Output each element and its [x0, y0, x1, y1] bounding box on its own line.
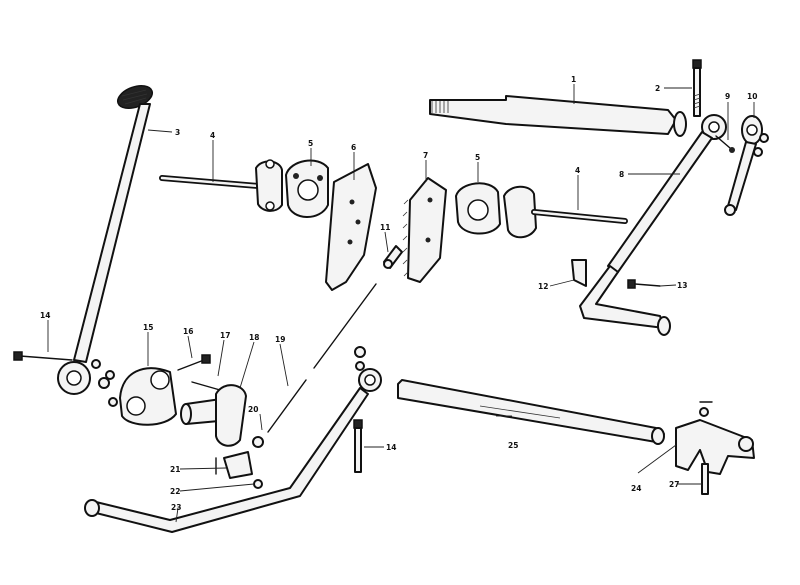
callout-25: 25 — [508, 441, 518, 450]
leader-lines — [47, 84, 755, 523]
toothed-plate-7 — [402, 177, 447, 283]
callout-8: 8 — [619, 170, 624, 179]
callout-4b: 4 — [575, 166, 580, 175]
callout-7: 7 — [423, 151, 428, 160]
bolt-16 — [177, 354, 211, 371]
splined-shaft-1 — [429, 95, 687, 137]
callout-labels: 1 2 3 4 5 6 7 5 4 8 9 10 11 12 13 14 15 … — [40, 75, 757, 512]
callout-19: 19 — [275, 335, 285, 344]
callout-15: 15 — [143, 323, 153, 332]
callout-12: 12 — [538, 282, 548, 291]
callout-9: 9 — [725, 92, 730, 101]
clamp-rod-right — [503, 185, 628, 239]
pin-9 — [715, 135, 735, 153]
pedal-lever — [13, 85, 154, 407]
callout-27: 27 — [669, 480, 679, 489]
small-bolt-11 — [383, 245, 403, 269]
washer-20 — [252, 436, 264, 448]
callout-21: 21 — [170, 465, 180, 474]
callout-5b: 5 — [475, 153, 480, 162]
spacer-17 — [191, 381, 221, 391]
callout-22: 22 — [170, 487, 180, 496]
callout-23: 23 — [171, 503, 181, 512]
lever-hub-18 — [180, 384, 247, 447]
clamp-rod-left — [159, 159, 283, 212]
plate-6 — [325, 163, 377, 291]
callout-3: 3 — [175, 128, 180, 137]
bolt-14 — [353, 419, 363, 473]
callout-24: 24 — [631, 484, 641, 493]
bolt-27 — [701, 463, 709, 495]
bent-lever-23 — [84, 346, 382, 533]
callout-10: 10 — [747, 92, 757, 101]
bolt-13 — [627, 279, 661, 289]
callout-13: 13 — [677, 281, 687, 290]
callout-2: 2 — [655, 84, 660, 93]
callout-20: 20 — [248, 405, 258, 414]
callout-4: 4 — [210, 131, 215, 140]
bracket-right — [455, 182, 501, 235]
shaft-25 — [397, 379, 665, 445]
callout-17: 17 — [220, 331, 230, 340]
callout-14b: 14 — [386, 443, 396, 452]
bolt-2 — [692, 59, 702, 117]
crank-arm-8 — [579, 114, 727, 336]
rod-19 — [267, 283, 377, 433]
callout-11: 11 — [380, 223, 390, 232]
clip-12 — [571, 259, 587, 287]
callout-14a: 14 — [40, 311, 50, 320]
callout-18: 18 — [249, 333, 259, 342]
callout-5: 5 — [308, 139, 313, 148]
pin-22 — [253, 479, 263, 489]
callout-16: 16 — [183, 327, 193, 336]
bearing-block-15 — [119, 367, 177, 426]
bracket-left — [285, 159, 329, 218]
callout-1: 1 — [571, 75, 576, 84]
crank-lever-10 — [724, 115, 769, 216]
clevis-21 — [215, 451, 253, 479]
fork-26 — [675, 401, 755, 475]
callout-6: 6 — [351, 143, 356, 152]
